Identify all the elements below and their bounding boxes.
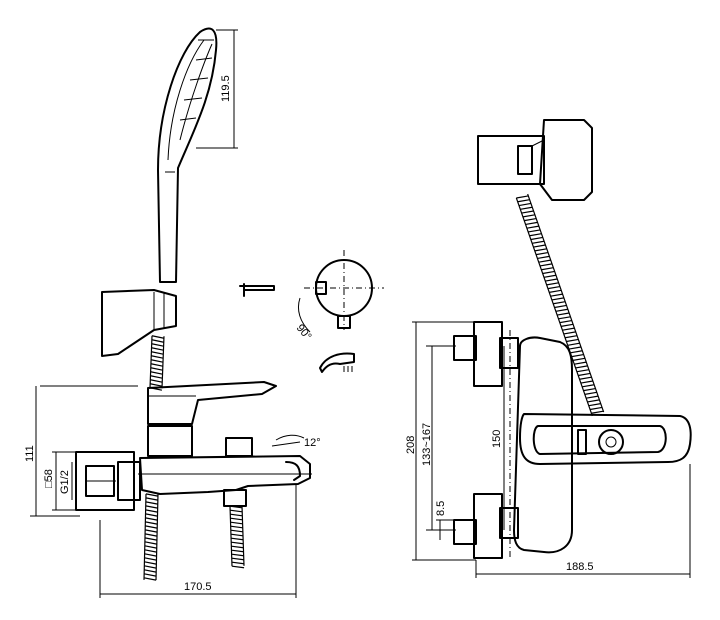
hose-right bbox=[515, 193, 605, 417]
dim-handset-label: 119.5 bbox=[220, 75, 232, 102]
inlet-connector bbox=[75, 451, 141, 511]
spout-angle-label: 12° bbox=[304, 437, 321, 449]
side-view: 119.5 12° bbox=[24, 27, 321, 598]
dim-range: 133~167 bbox=[421, 345, 456, 531]
lever-handle bbox=[40, 381, 277, 425]
dim-hex-label: □58 bbox=[43, 469, 55, 488]
dim-width-right: 188.5 bbox=[475, 464, 691, 578]
inlet-upper bbox=[453, 321, 519, 387]
dim-width-right-label: 188.5 bbox=[566, 561, 594, 573]
dim-width-left-label: 170.5 bbox=[184, 581, 212, 593]
dim-range-label: 133~167 bbox=[421, 423, 433, 466]
dim-thread: G1/2 bbox=[59, 462, 73, 500]
rotation-angle-label: 90° bbox=[294, 322, 314, 342]
holder-bracket bbox=[101, 289, 177, 357]
inlet-lower bbox=[453, 493, 519, 559]
mixer-body bbox=[138, 425, 312, 507]
hand-shower bbox=[157, 27, 218, 283]
dim-height-right: 208 bbox=[405, 321, 476, 561]
spout-angle: 12° bbox=[271, 434, 321, 449]
dim-height-left: 111 bbox=[24, 386, 80, 517]
dim-thread-label: G1/2 bbox=[59, 470, 71, 494]
dim-spacing-label: 150 bbox=[491, 430, 503, 448]
dim-offset: 8.5 bbox=[435, 501, 456, 540]
hose-upper bbox=[149, 335, 165, 391]
dim-height-left-label: 111 bbox=[24, 445, 36, 462]
hose-lower-right bbox=[229, 505, 245, 569]
dim-width-left: 170.5 bbox=[99, 484, 297, 598]
dim-hex: □58 bbox=[43, 451, 76, 511]
rotation-detail: 90° bbox=[239, 250, 384, 373]
dim-handset: 119.5 bbox=[196, 29, 238, 149]
dim-spacing: 150 bbox=[491, 346, 505, 530]
dim-height-right-label: 208 bbox=[405, 436, 417, 454]
dim-offset-label: 8.5 bbox=[435, 501, 447, 516]
mixer-body-front bbox=[513, 336, 692, 554]
wall-bracket bbox=[477, 119, 593, 201]
hose-lower-left bbox=[143, 493, 159, 581]
front-view: 208 133~167 150 8.5 188.5 bbox=[405, 119, 692, 578]
